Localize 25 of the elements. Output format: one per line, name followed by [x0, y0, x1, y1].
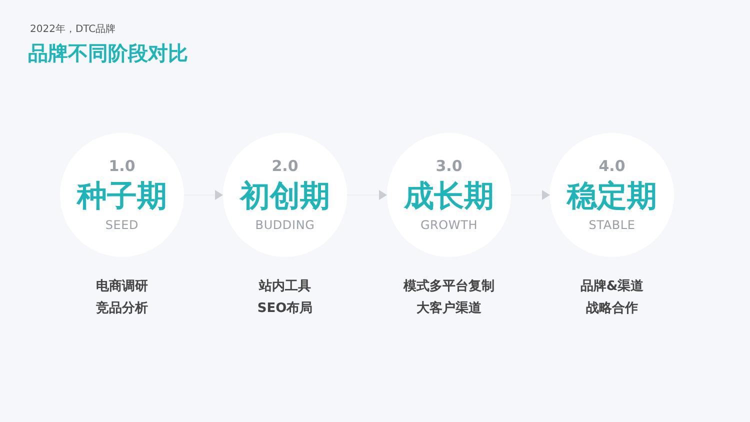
stage-number: 3.0 — [436, 158, 462, 174]
stage-title: 初创期 — [240, 178, 330, 216]
stage-title: 种子期 — [77, 178, 167, 216]
stage-number: 4.0 — [598, 158, 626, 174]
stage-subtitle: BUDDING — [255, 219, 315, 232]
arrow — [184, 190, 224, 200]
stage-description: 竞品分析 — [96, 301, 148, 318]
stage-number: 2.0 — [272, 158, 298, 174]
stage-description: 大客户渠道 — [416, 301, 482, 318]
stage-number: 1.0 — [108, 158, 136, 174]
stage-description: 战略合作 — [586, 301, 638, 318]
stage-description: 电商调研 — [96, 279, 148, 296]
stage-title: 成长期 — [404, 178, 494, 216]
arrow — [510, 190, 550, 200]
stage-description: 品牌&渠道 — [580, 279, 644, 296]
arrow — [346, 190, 388, 200]
stage-subtitle: GROWTH — [420, 219, 478, 232]
stage-title: 稳定期 — [567, 178, 657, 216]
stage-description: 站内工具 — [259, 279, 311, 296]
stage-description: 模式多平台复制 — [404, 279, 494, 296]
subheading: 2022年，DTC品牌 — [30, 23, 116, 37]
stage-description: SEO布局 — [257, 301, 313, 318]
stage-subtitle: STABLE — [588, 219, 636, 232]
stage-subtitle: SEED — [105, 219, 139, 232]
title: 品牌不同阶段对比 — [28, 40, 188, 67]
